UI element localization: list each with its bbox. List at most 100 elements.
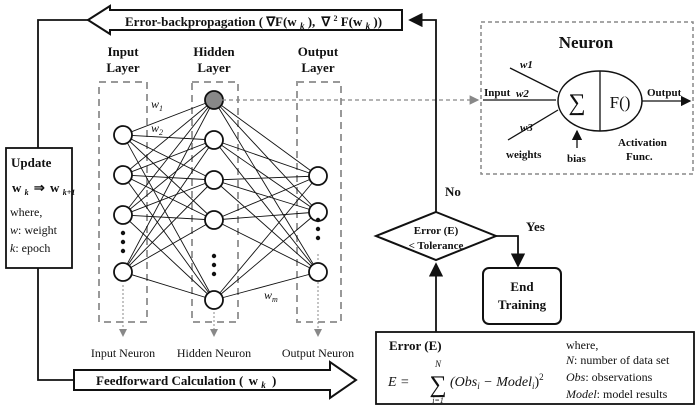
end-line-1: End [510,279,534,294]
network-connections [122,99,319,301]
neuron-sum-symbol: ∑ [568,90,585,116]
network-nodes [113,90,328,310]
edge-input-3-hidden-1 [122,139,215,273]
input-layer-title-1: Input [107,44,139,59]
svg-text:Feedforward Calculation (: Feedforward Calculation ( w k ) [96,373,276,391]
edge-input-3-hidden-0 [122,99,215,273]
update-arrow: ⇒ [34,180,45,195]
svg-text:w: weight: w: weight [10,223,58,237]
edge-hidden-1-output-1 [213,139,319,213]
error-obs-key: Obs [566,370,586,384]
error-box-title: Error (E) [389,338,442,353]
edge-hidden-2-output-2 [213,179,319,273]
output-node-1 [308,166,328,186]
edge-hidden-3-output-2 [213,219,319,273]
error-model-sub: i [532,381,535,391]
layer-boxes [98,81,342,323]
hidden-node-4 [204,210,224,230]
edge-hidden-1-output-0 [213,139,319,177]
edge-input-3-hidden-4 [122,271,215,301]
edge-input-2-hidden-0 [122,99,215,216]
svg-text:(Obsi − Modeli)2: (Obsi − Modeli)2 [450,372,544,391]
hidden-neuron-caption: Hidden Neuron [177,346,251,360]
output-neuron-caption: Output Neuron [282,346,354,360]
decision-yes-label: Yes [526,219,545,234]
error-body-obs: (Obs [450,375,478,390]
input-node-2 [113,165,133,185]
feedforward-k: k [261,380,266,390]
svg-text:k: epoch: k: epoch [10,241,50,255]
neuron-output-label: Output [647,87,682,99]
weight-labels: w1 w2 wm [151,97,278,304]
update-k-lhs: k [25,188,29,197]
backprop-label: Error-backpropagation ( [125,14,263,29]
svg-text:wm: wm [264,288,278,304]
error-N-val: : number of data set [574,353,670,367]
tolerance-decision: Error (E) < Tolerance [373,210,499,262]
neuron-input-label: Input [484,87,511,99]
edge-input-2-hidden-3 [122,214,215,221]
hidden-node-2 [204,130,224,150]
left-loop-line [37,19,88,381]
edge-hidden-4-output-0 [213,175,319,301]
neuron-w1-label: w1 [520,59,533,71]
neuron-title: Neuron [559,33,614,52]
backprop-k1: k [300,21,305,31]
input-layer-title-2: Layer [106,60,139,75]
edge-hidden-0-output-1 [213,99,319,213]
hidden-node-3 [204,170,224,190]
edge-input-3-hidden-3 [122,219,215,273]
weight-wm: w [264,288,272,302]
error-model-key: Model [565,387,597,401]
backprop-sep: ), [308,14,316,29]
backprop-grad2: ∇ [321,14,332,29]
neuron-func-symbol: F() [610,93,631,112]
update-title: Update [11,155,52,170]
error-N-key: N [565,353,575,367]
svg-text:Obs: observations: Obs: observations [566,370,653,384]
neuron-activation-label-1: Activation [618,137,667,149]
error-sup: 2 [539,372,544,382]
svg-text:Error-backpropagation (: Error-backpropagation ( ∇F(w k ), ∇ 2 F(… [125,9,382,32]
error-box: Error (E) E = N ∑ i=1 (Obsi − Modeli)2 w… [375,331,695,405]
neuron-weights-label: weights [506,149,542,161]
backprop-sup2: 2 [333,14,337,23]
output-layer-title-1: Output [298,44,339,59]
edge-input-2-hidden-2 [122,179,215,216]
end-line-2: Training [498,297,547,312]
neuron-activation-label-2: Func. [626,151,653,163]
hidden-layer-title-1: Hidden [193,44,235,59]
update-k-val: : epoch [15,241,50,255]
neuron-bias-label: bias [567,153,587,165]
error-sum-lower: i=1 [432,396,444,405]
edge-hidden-3-output-1 [213,211,319,221]
update-k-key: k [10,241,16,255]
update-where: where, [10,205,42,219]
input-node-3 [113,205,133,225]
input-node-1 [113,125,133,145]
error-body-model: − Model [480,375,532,390]
backprop-k2: k [366,21,371,31]
decision-line-2: < Tolerance [409,240,464,252]
output-node-3 [308,262,328,282]
ellipsis-dots [120,217,321,277]
edge-hidden-4-output-1 [213,211,319,301]
feedforward-arrow: Feedforward Calculation ( w k ) [73,360,358,400]
error-sum-symbol: ∑ [429,372,446,398]
edge-input-1-hidden-0 [122,99,215,176]
svg-text:w1: w1 [151,97,163,113]
weight-w1-sub: 1 [159,104,163,113]
backprop-grad2b: F(w [341,14,363,29]
error-where: where, [566,338,598,352]
decision-no-label: No [445,184,461,199]
error-obs-val: : observations [585,370,652,384]
backprop-grad1: ∇F(w [265,14,297,29]
edge-hidden-2-output-1 [213,179,319,213]
edge-hidden-0-output-0 [213,99,319,177]
layer-captions: Input Neuron Hidden Neuron Output Neuron [91,254,354,360]
update-k-rhs: k+1 [63,188,76,197]
weight-w2-sub: 2 [159,128,163,137]
end-training-box: End Training [482,267,562,325]
hidden-node-5 [204,290,224,310]
svg-text:w2: w2 [151,121,163,137]
